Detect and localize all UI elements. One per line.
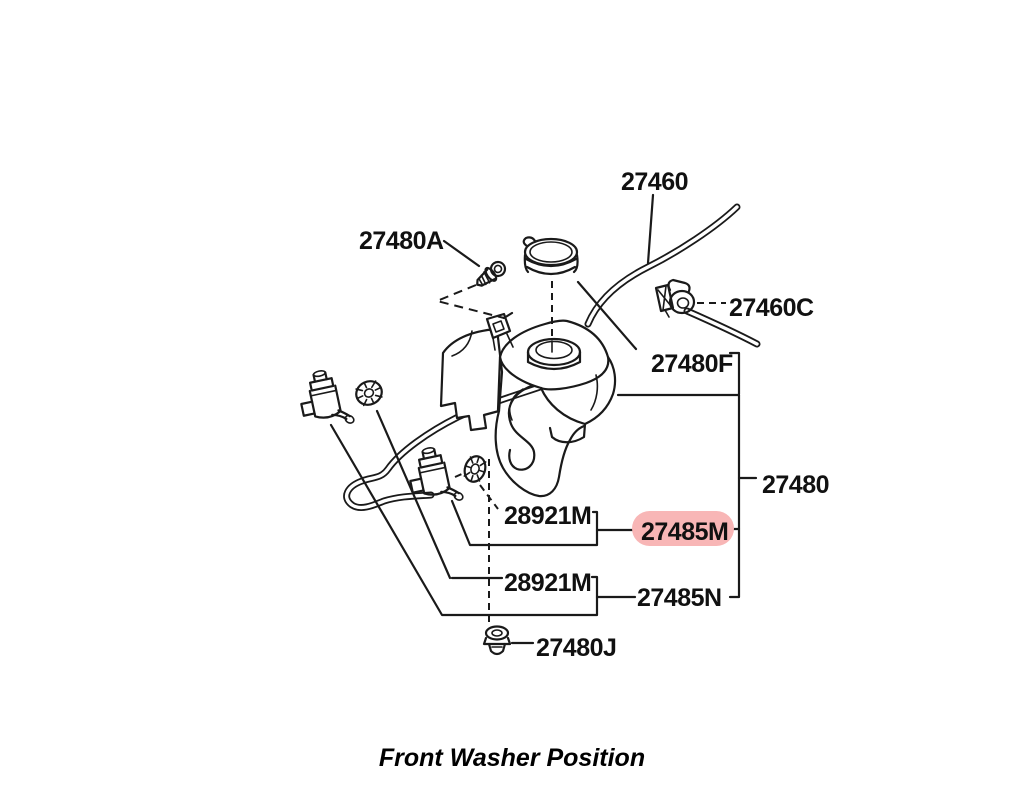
part-labels: 27460 27480A 27460C 27480F 27480 28921M … [359,168,830,662]
clip-pin [487,642,507,656]
clip-flange [482,636,512,646]
pump-rear-nipple [312,371,328,383]
screw-threads [478,271,491,287]
cap-drawing [522,236,579,353]
filler-neck [526,337,582,371]
clip-drawing [482,625,512,656]
tank-right-side [583,355,617,426]
leader-lines [329,193,758,645]
cap-skirt [523,253,579,274]
reservoir-tank-drawing [439,312,617,498]
clip-head-inner [491,629,503,637]
part-label-27485N[interactable]: 27485N [637,584,722,612]
grommet-front-ribs [463,456,487,482]
part-label-28921M-rear[interactable]: 28921M [504,569,592,597]
clamp-plate [654,283,675,313]
grommet-rear-ribs [355,380,383,407]
tank-right-shade [590,374,599,411]
pump-front-cap [417,454,444,469]
grommet-front-hole [470,463,480,475]
pump-rear-connector [300,400,316,417]
hose-right-inner [685,309,759,346]
grommet-rear-outer [355,380,383,406]
pump-front-band [419,466,447,474]
tank-left-box-crease [451,330,473,357]
part-label-27480A[interactable]: 27480A [359,227,445,255]
cap-top-inner [529,241,573,263]
neck-inner [535,340,573,360]
pointer-screw-hook [502,311,514,320]
pump-front-connector [409,477,425,494]
bracket-row2 [329,423,599,617]
leader-cap-to-27480F [576,280,638,351]
tank-mount-tab-stem [492,333,514,351]
screw-head-inner [493,264,503,274]
grommet-front-drawing [463,455,487,483]
clip-head [484,625,510,641]
leader-grommet-rear [375,409,504,580]
cap-tab [522,236,537,248]
tank-recess-inner [508,388,524,421]
neck-skirt [526,350,582,371]
bracket-27480F-hook [728,351,741,396]
bracket-row1 [450,499,599,547]
screw-head [489,260,507,278]
tank-mount-tab-hole [492,320,505,333]
clamp-drawing [654,278,696,318]
tank-lower-lobe [494,409,586,498]
part-label-27485M-highlighted[interactable]: 27485M [641,518,729,546]
cap-band [524,257,578,276]
tank-right-foot [548,422,587,444]
pump-rear-band [310,389,338,397]
dash-outlet-grommet [454,472,465,478]
tank-front-left-edge [496,355,502,412]
clamp-bolt [664,309,670,318]
bracket-27480-vertical [728,393,741,599]
pump-rear-drawing [300,370,355,424]
grommet-rear-drawing [355,380,383,407]
grommet-rear-hole [363,388,375,398]
highlight-pill[interactable] [632,511,734,546]
part-label-28921M-front[interactable]: 28921M [504,502,592,530]
diagram-title: Front Washer Position [378,744,646,772]
screw-drawing [476,260,507,287]
hose-upper-inner [586,205,739,326]
clamp-ring [668,289,696,315]
clamp-ring-inner [676,297,690,309]
part-label-27460[interactable]: 27460 [621,168,689,196]
pointer-screw-to-tab [433,284,505,319]
screw-washer [484,266,498,282]
part-label-27460C[interactable]: 27460C [729,294,815,322]
part-label-27480F[interactable]: 27480F [651,350,734,378]
tank-left-box [439,327,504,432]
leader-27480A [442,239,481,268]
pump-rear-cap [308,377,335,392]
pump-front-outlet-end [453,491,464,501]
part-label-27480[interactable]: 27480 [762,471,830,499]
pump-rear-outlet-end [344,414,355,424]
part-label-27480J[interactable]: 27480J [536,634,617,662]
tank-front-right-edge [539,386,587,426]
clamp-plate-cross [657,285,672,311]
pump-front-drawing [409,447,464,501]
clamp-hook [667,278,691,293]
leader-27460 [646,193,655,265]
tank-top-face [498,319,610,391]
pump-front-nipple [421,448,437,460]
